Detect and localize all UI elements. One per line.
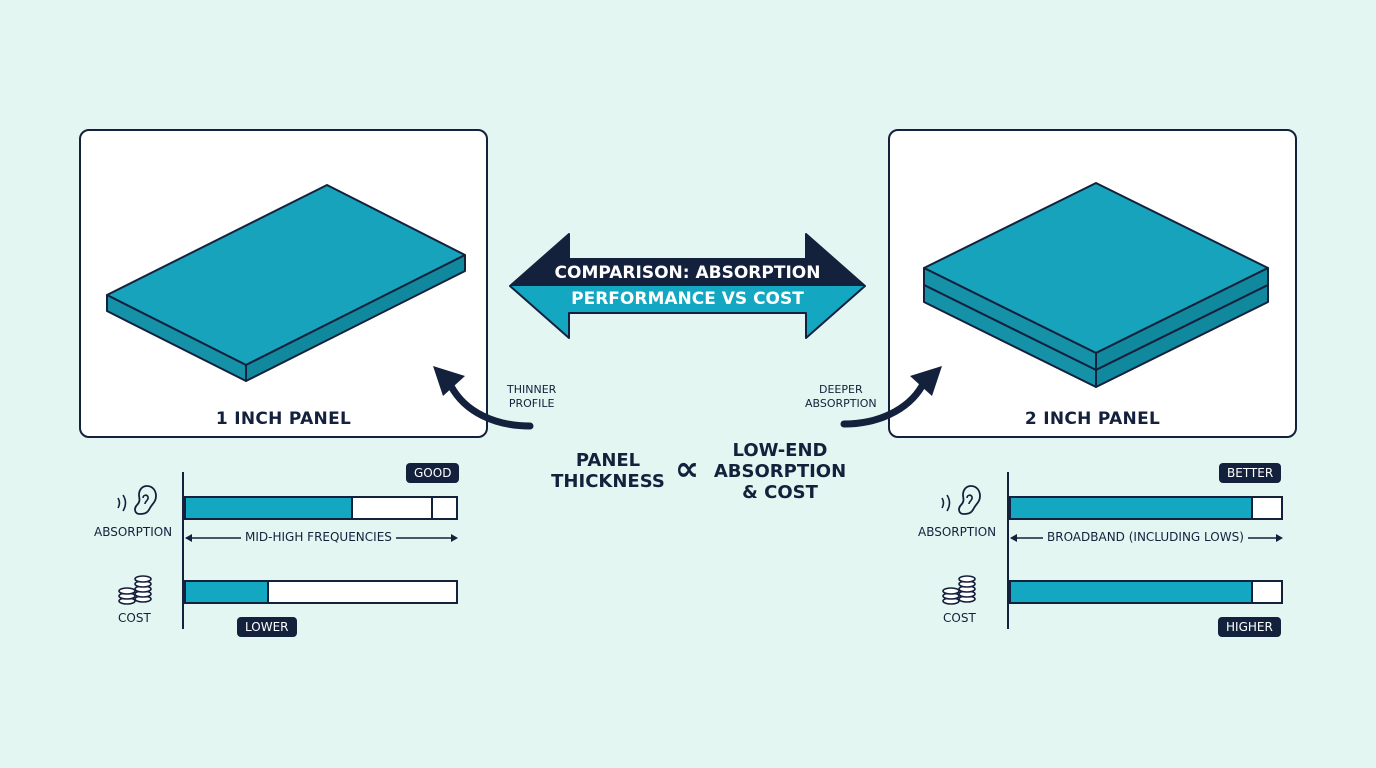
cost-label: COST — [118, 611, 151, 625]
comparison-banner: COMPARISON: ABSORPTION PERFORMANCE VS CO… — [509, 233, 866, 339]
center-line: ABSORPTION — [713, 461, 847, 482]
coins-icon — [118, 575, 152, 605]
panel-title: 2 INCH PANEL — [1024, 409, 1161, 429]
panel-side-face — [245, 254, 466, 382]
absorption-bar-fill — [186, 498, 353, 518]
frequency-range-text: MID-HIGH FREQUENCIES — [241, 530, 396, 544]
low-end-absorption-cost-label: LOW-END ABSORPTION & COST — [708, 440, 852, 503]
absorption-rating-tag: BETTER — [1219, 463, 1282, 483]
ear-icon — [117, 485, 157, 515]
coins-icon — [942, 575, 976, 605]
banner-subtitle-line: PERFORMANCE VS COST — [571, 289, 804, 309]
right-metrics-axis — [1007, 472, 1009, 629]
thinner-profile-arrow-icon — [433, 366, 534, 430]
deeper-absorption-arrow-icon — [840, 366, 942, 428]
panel-title: 1 INCH PANEL — [215, 409, 352, 429]
left-metrics-axis — [182, 472, 184, 629]
one-inch-panel-illustration — [106, 184, 466, 382]
cost-bar-fill — [186, 582, 269, 602]
center-line: LOW-END — [732, 440, 828, 461]
callout-line: PROFILE — [508, 397, 555, 410]
proportional-symbol: ∝ — [674, 449, 700, 489]
cost-rating-tag: LOWER — [237, 617, 297, 637]
panel-thickness-label: PANEL THICKNESS — [548, 450, 668, 492]
two-inch-panel-card: 2 INCH PANEL — [888, 129, 1297, 438]
absorption-marker — [431, 498, 433, 518]
cost-rating-tag: HIGHER — [1218, 617, 1281, 637]
cost-bar-fill — [1011, 582, 1254, 602]
callout-line: ABSORPTION — [805, 397, 877, 410]
absorption-label: ABSORPTION — [94, 525, 173, 539]
absorption-bar — [184, 496, 458, 520]
callout-line: THINNER — [507, 383, 557, 396]
callout-line: DEEPER — [819, 383, 863, 396]
absorption-bar — [1009, 496, 1283, 520]
one-inch-panel-card: 1 INCH PANEL — [79, 129, 488, 438]
center-line: PANEL — [575, 450, 641, 471]
center-line: & COST — [742, 482, 818, 503]
two-inch-panel-illustration — [923, 182, 1269, 388]
absorption-label: ABSORPTION — [918, 525, 997, 539]
absorption-bar-fill — [1011, 498, 1254, 518]
double-arrow-icon — [509, 233, 866, 339]
panel-side-face-lower — [1095, 284, 1269, 388]
deeper-absorption-callout: DEEPER ABSORPTION — [805, 383, 877, 411]
absorption-rating-tag: GOOD — [406, 463, 460, 483]
frequency-range-text: BROADBAND (INCLUDING LOWS) — [1043, 530, 1248, 544]
cost-bar — [1009, 580, 1283, 604]
ear-icon — [941, 485, 981, 515]
cost-bar — [184, 580, 458, 604]
banner-title-line: COMPARISON: ABSORPTION — [554, 263, 821, 283]
thinner-profile-callout: THINNER PROFILE — [507, 383, 556, 411]
cost-label: COST — [943, 611, 976, 625]
center-line: THICKNESS — [551, 471, 665, 492]
